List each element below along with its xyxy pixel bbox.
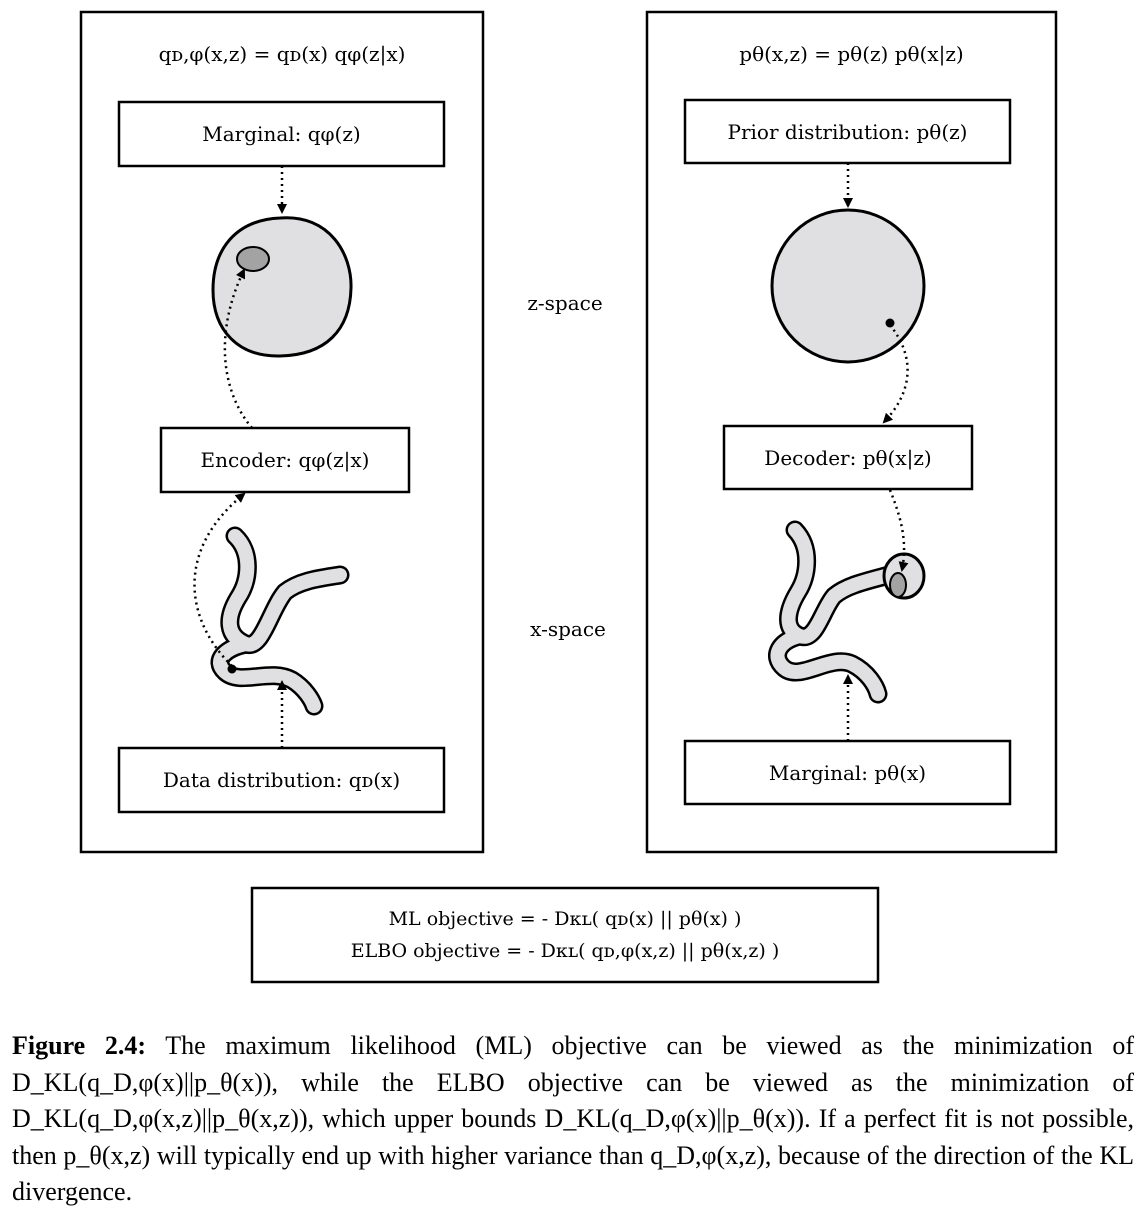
prior-z-sample-dot <box>885 318 895 328</box>
caption-label: Figure 2.4: <box>12 1031 147 1060</box>
x-space-label: x-space <box>530 617 606 641</box>
encoder-z-region <box>236 246 270 272</box>
z-space-label: z-space <box>527 291 603 315</box>
arrow-decoder-to-xregion <box>888 489 909 572</box>
objectives: ML objective = - Dᴋʟ( qᴅ(x) || pθ(x) ) E… <box>252 888 878 982</box>
vae-diagram <box>79 10 1058 984</box>
elbo-objective: ELBO objective = - Dᴋʟ( qᴅ,φ(x,z) || pθ(… <box>350 940 780 962</box>
marginal-q-box <box>117 100 446 168</box>
prior-distribution-label: Prior distribution: pθ(z) <box>727 119 968 144</box>
right-panel-frame <box>645 10 1058 854</box>
arrow-zsample-to-decoder <box>882 324 909 424</box>
prior-z-circle <box>770 208 926 364</box>
prior-distribution-box <box>683 98 1012 165</box>
marginal-p-box <box>683 739 1012 806</box>
decoder-x-manifold <box>768 520 926 704</box>
encoder-box <box>159 426 411 494</box>
decoder-box <box>722 424 974 491</box>
right-panel-header: pθ(x,z) = pθ(z) pθ(x|z) <box>739 42 964 66</box>
caption-text: The maximum likelihood (ML) objective ca… <box>12 1031 1135 1207</box>
data-x-sample-dot <box>227 664 237 674</box>
objective-box <box>250 886 880 984</box>
marginal-q-label: Marginal: qφ(z) <box>202 122 361 146</box>
data-distribution-label: Data distribution: qᴅ(x) <box>162 768 401 792</box>
left-panel-header: qᴅ,φ(x,z) = qᴅ(x) qφ(z|x) <box>158 42 406 66</box>
ml-objective: ML objective = - Dᴋʟ( qᴅ(x) || pθ(x) ) <box>388 908 742 930</box>
left-panel-frame <box>79 10 485 854</box>
arrow-xsample-to-encoder <box>193 492 246 667</box>
marginal-p-label: Marginal: pθ(x) <box>768 760 927 785</box>
encoder-z-blob <box>211 216 353 358</box>
decoder-label: Decoder: pθ(x|z) <box>764 445 932 470</box>
data-distribution-box <box>117 746 446 814</box>
decoder-x-region <box>889 572 907 598</box>
data-x-manifold <box>210 526 350 716</box>
encoder-label: Encoder: qφ(z|x) <box>200 448 370 472</box>
figure-caption: Figure 2.4: The maximum likelihood (ML) … <box>12 1028 1134 1211</box>
